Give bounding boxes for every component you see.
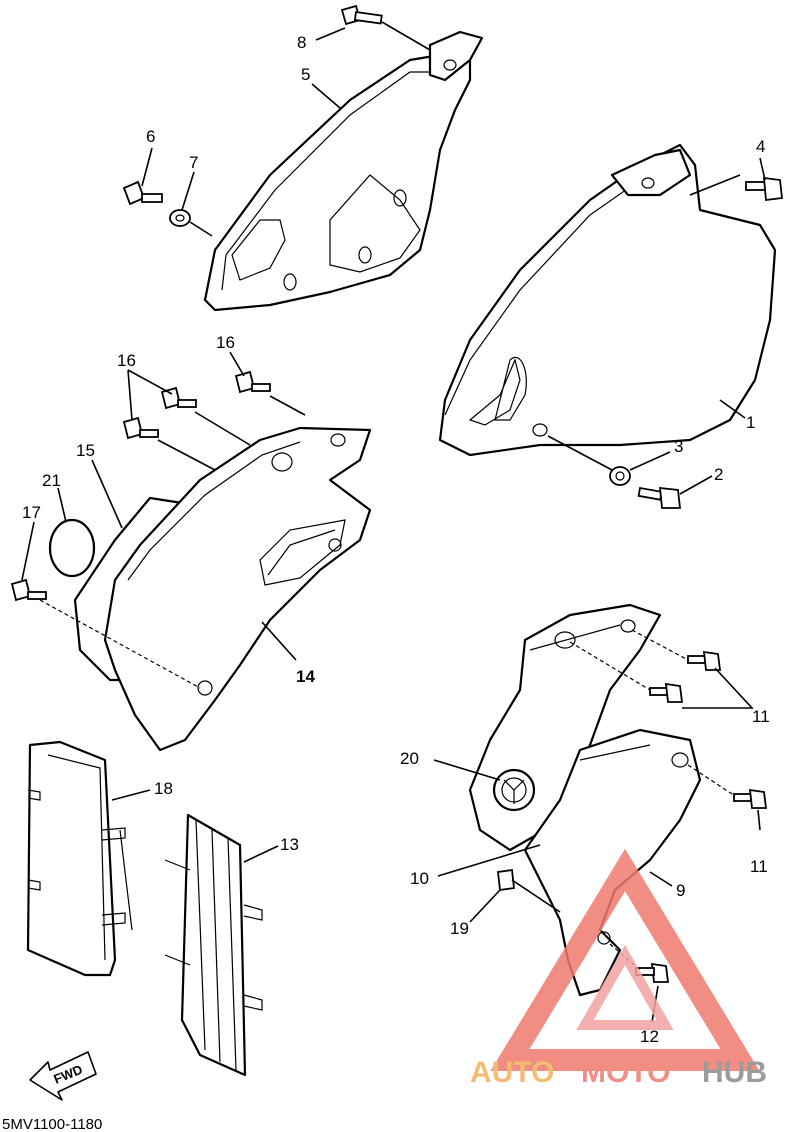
part-14-radiator-shroud[interactable] — [39, 426, 372, 752]
watermark-auto: AUTO — [470, 1056, 554, 1089]
bolt-6[interactable] — [122, 180, 163, 206]
callout-15: 15 — [76, 441, 95, 460]
bolt-17[interactable] — [10, 578, 47, 602]
callout-20: 20 — [400, 749, 419, 768]
callout-16a: 16 — [117, 351, 136, 370]
callout-9: 9 — [676, 881, 685, 900]
callout-6: 6 — [146, 127, 155, 146]
bolt-11c[interactable] — [687, 764, 768, 809]
fwd-arrow: FWD — [29, 1051, 97, 1101]
callout-14: 14 — [296, 667, 315, 686]
diagram-code: 5MV1100-1180 — [2, 1116, 102, 1132]
callout-11b: 11 — [750, 857, 768, 876]
callout-2: 2 — [714, 465, 723, 484]
clip-19[interactable] — [497, 868, 561, 913]
bolt-4[interactable] — [745, 176, 783, 202]
part-1-side-panel[interactable] — [438, 143, 777, 457]
watermark-hub: HUB — [702, 1056, 767, 1089]
part-21-emblem[interactable] — [48, 518, 96, 578]
bolt-8[interactable] — [340, 4, 431, 51]
part-13-radiator-louver[interactable] — [164, 813, 263, 1077]
callout-7: 7 — [189, 153, 198, 172]
callout-13: 13 — [280, 835, 299, 854]
bolt-16b[interactable] — [122, 416, 216, 471]
part-5-side-cover[interactable] — [203, 30, 484, 312]
callout-labels: 8 5 6 7 4 1 3 2 16 16 15 21 17 14 18 13 … — [22, 33, 770, 1046]
collar-7[interactable] — [169, 209, 213, 237]
callout-21: 21 — [42, 471, 61, 490]
part-18-radiator-guard[interactable] — [26, 740, 133, 977]
callout-5: 5 — [301, 65, 310, 84]
callout-11a: 11 — [752, 707, 770, 726]
callout-18: 18 — [154, 779, 173, 798]
bolt-2[interactable] — [637, 486, 682, 509]
watermark-logo: AUTO MOTO HUB — [470, 848, 767, 1089]
callout-4: 4 — [756, 137, 765, 156]
callout-1: 1 — [746, 413, 755, 432]
leader-lines — [21, 27, 766, 1023]
part-20-emblem[interactable] — [492, 768, 536, 812]
callout-3: 3 — [674, 437, 683, 456]
callout-8: 8 — [297, 33, 306, 52]
bolt-11a[interactable] — [631, 629, 722, 671]
callout-19: 19 — [450, 919, 469, 938]
callout-17: 17 — [22, 503, 41, 522]
collar-3[interactable] — [547, 435, 631, 486]
bolt-11b[interactable] — [569, 641, 684, 703]
callout-12: 12 — [640, 1027, 659, 1046]
bolt-16c[interactable] — [234, 370, 306, 416]
watermark-moto: MOTO — [581, 1056, 670, 1089]
part-9-lower-cover[interactable] — [523, 728, 702, 997]
bolt-16a[interactable] — [160, 386, 251, 446]
callout-16b: 16 — [216, 333, 235, 352]
callout-10: 10 — [410, 869, 429, 888]
